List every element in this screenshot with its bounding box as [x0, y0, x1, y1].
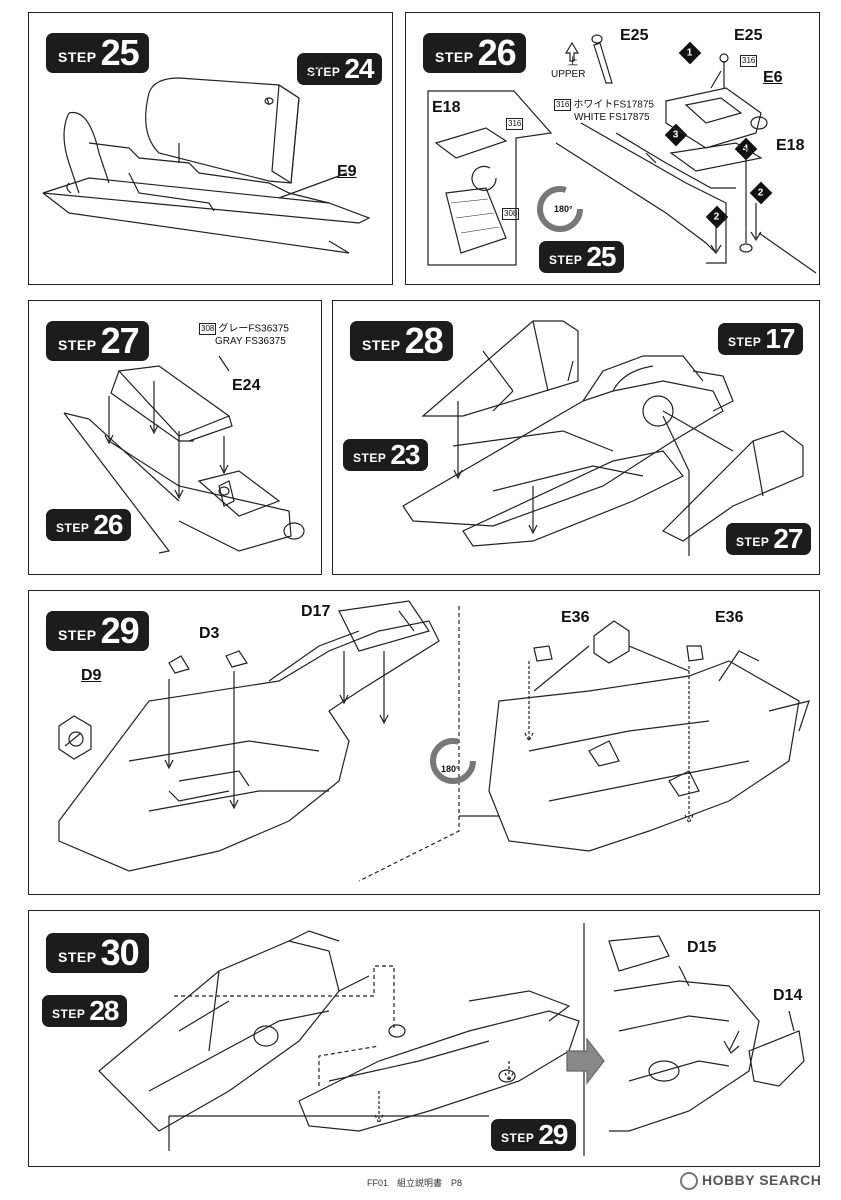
- part-e18-label-2: E18: [776, 137, 805, 154]
- part-e9-label: E9: [337, 163, 357, 180]
- rotate-180-label: 180°: [441, 764, 460, 774]
- rotate-180-label: 180°: [554, 204, 573, 214]
- part-d3-label: D3: [199, 625, 220, 642]
- part-e18-label: E18: [432, 99, 461, 116]
- step-25-drawing: [42, 60, 371, 254]
- step-30-drawing: [98, 923, 805, 1156]
- part-d17-label: D17: [301, 603, 331, 620]
- part-e25-label-2: E25: [734, 27, 763, 44]
- part-d9-label: D9: [81, 667, 102, 684]
- page-footer: FF01 組立説明書 P8: [367, 1178, 463, 1188]
- paint-code-tag-2: 316: [506, 118, 524, 130]
- part-d14-label: D14: [773, 987, 803, 1004]
- part-e24-label: E24: [232, 377, 261, 394]
- step-28-drawing: [402, 320, 804, 556]
- step-29-drawing: [58, 600, 810, 882]
- hobby-search-logo-icon: [680, 1172, 698, 1191]
- part-e36-label-2: E36: [715, 609, 744, 626]
- step-27-drawing: [63, 355, 305, 554]
- paint-code-tag: 316: [740, 55, 758, 67]
- part-e36-label: E36: [561, 609, 590, 626]
- step-26-drawing: [427, 34, 817, 274]
- part-e25-label: E25: [620, 27, 649, 44]
- part-d15-label: D15: [687, 939, 717, 956]
- paint-code-tag-3: 308: [502, 208, 520, 220]
- part-e6-label: E6: [763, 69, 783, 86]
- upper-arrow-en: UPPER: [551, 69, 586, 80]
- upper-arrow-jp: 上: [568, 57, 578, 68]
- hobby-search-watermark: HOBBY SEARCH: [680, 1172, 821, 1191]
